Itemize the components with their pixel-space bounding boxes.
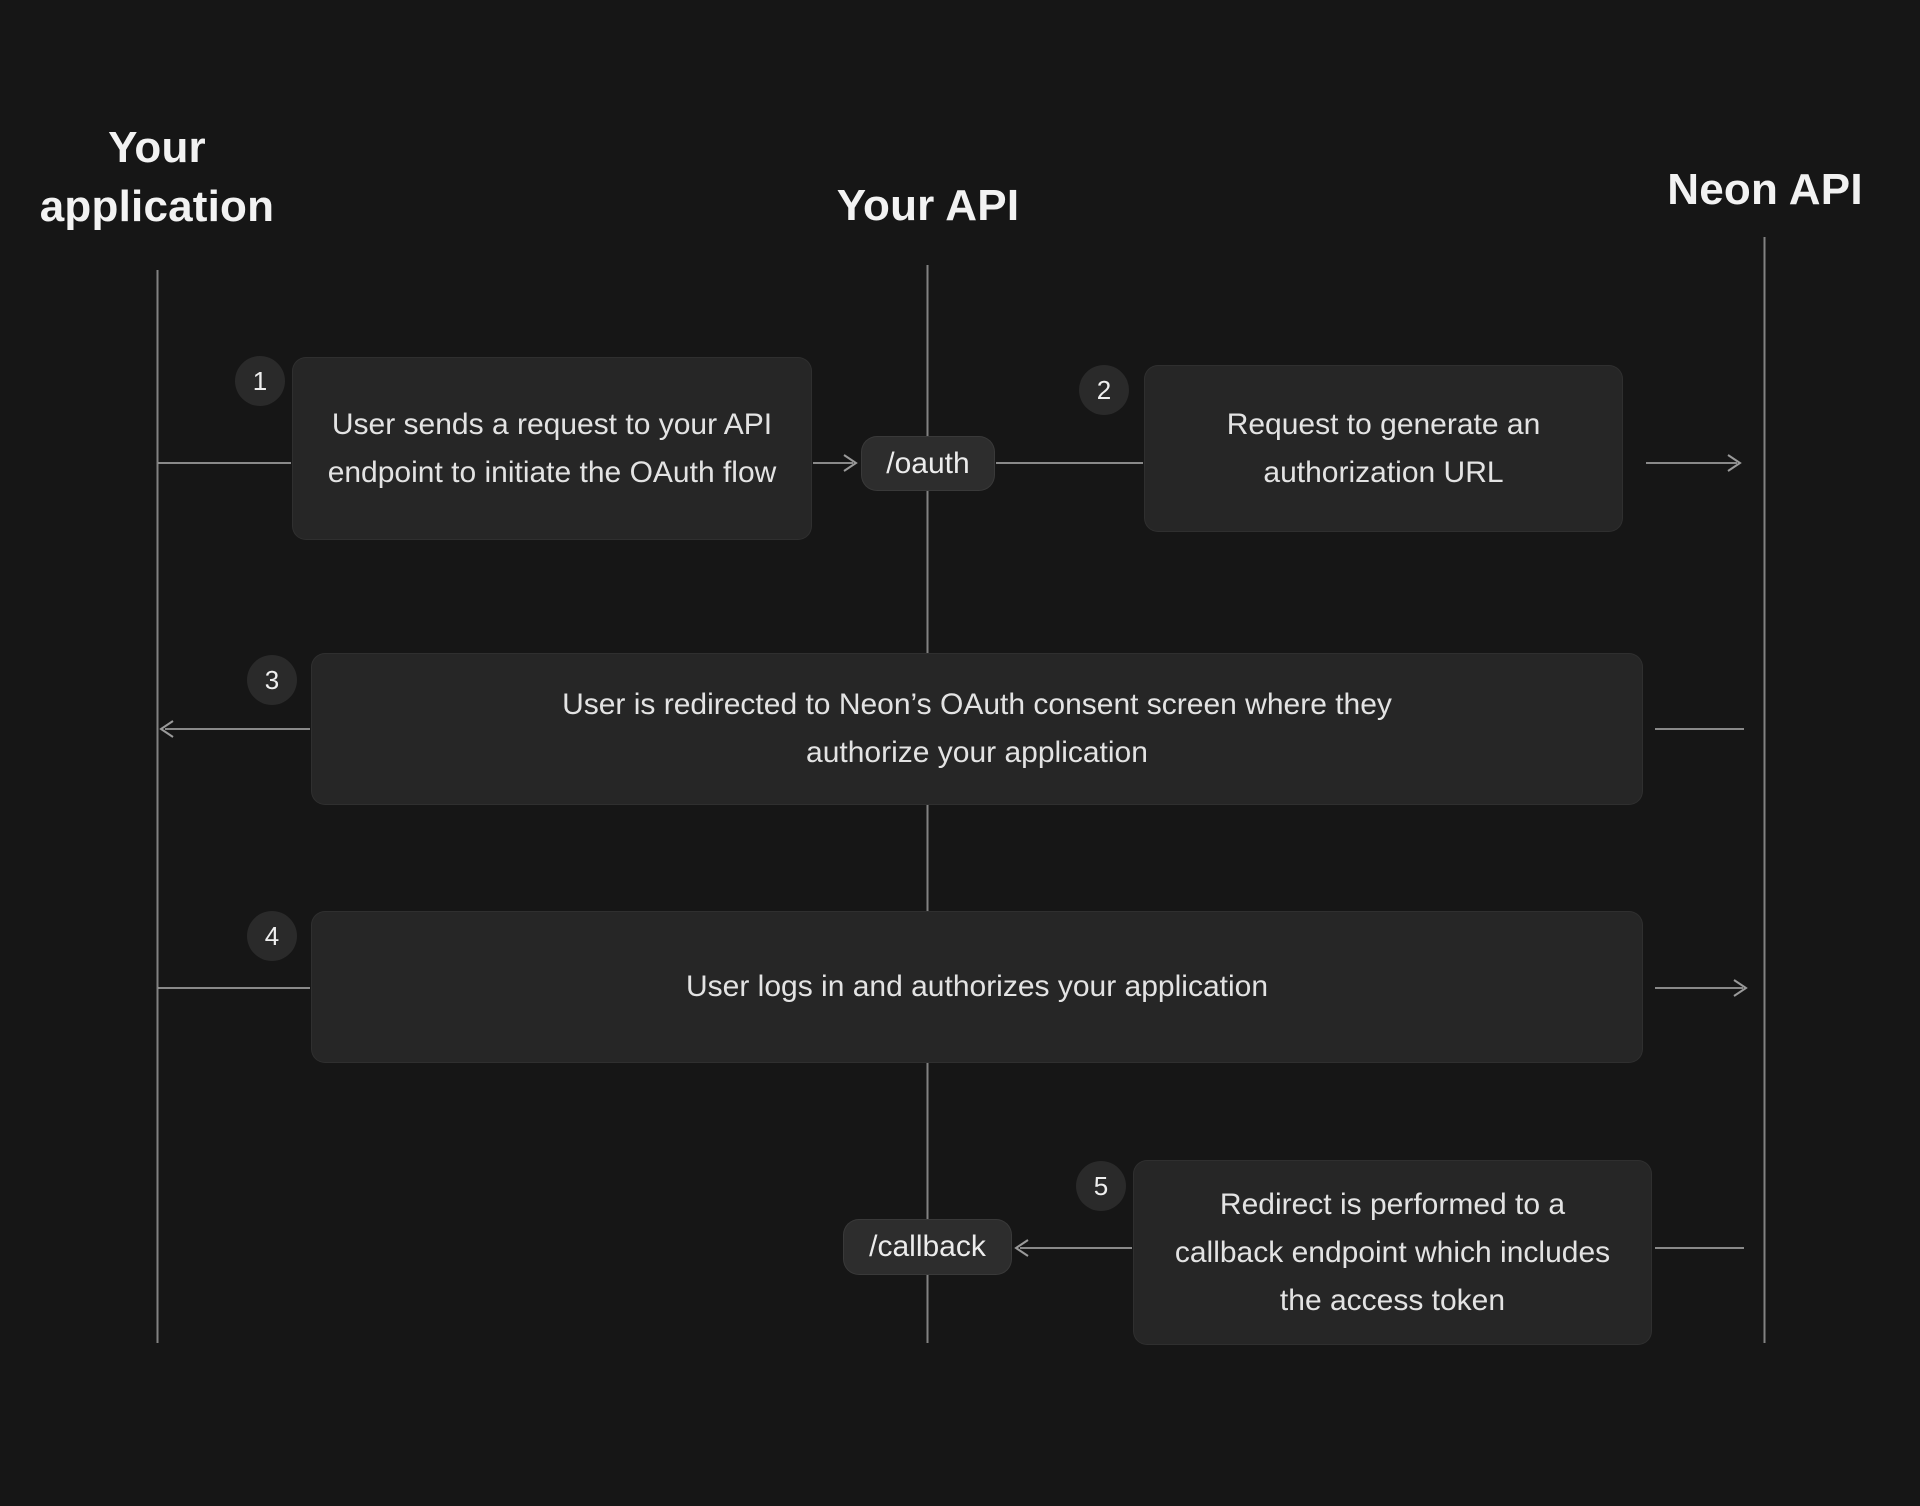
step-2-box: Request to generate an authorization URL <box>1144 365 1623 532</box>
actor-label-neon-api: Neon API <box>1667 165 1863 214</box>
step-1-badge: 1 <box>235 356 285 406</box>
step-4-text: User logs in and authorizes your applica… <box>686 970 1268 1003</box>
step-5-box: Redirect is performed to a callback endp… <box>1133 1160 1652 1345</box>
actor-label-your-api: Your API <box>836 181 1020 230</box>
step-3-arrowhead-left-icon <box>159 720 174 738</box>
step-3-text: User is redirected to Neon’s OAuth conse… <box>562 688 1392 769</box>
step-4-arrowhead-right-icon <box>1733 979 1748 997</box>
step-2-arrowhead-right-icon <box>1727 454 1742 472</box>
step-3-box: User is redirected to Neon’s OAuth conse… <box>311 653 1643 805</box>
step-5-badge: 5 <box>1076 1161 1126 1211</box>
step-3-badge: 3 <box>247 655 297 705</box>
step-5-text: Redirect is performed to a callback endp… <box>1174 1187 1611 1317</box>
step-2-badge: 2 <box>1079 365 1129 415</box>
step-2-text: Request to generate an authorization URL <box>1226 407 1541 489</box>
step-1-box: User sends a request to your API endpoin… <box>292 357 812 540</box>
step-5-arrowhead-left-icon <box>1014 1239 1029 1257</box>
step-4-box: User logs in and authorizes your applica… <box>311 911 1643 1063</box>
endpoint-pill-callback: /callback <box>843 1219 1012 1275</box>
step-1-text: User sends a request to your API endpoin… <box>327 407 777 489</box>
actor-label-your-application: Your application <box>39 123 275 231</box>
step-4-badge: 4 <box>247 911 297 961</box>
step-1-arrowhead-right-icon <box>843 454 858 472</box>
endpoint-pill-oauth: /oauth <box>861 436 995 491</box>
